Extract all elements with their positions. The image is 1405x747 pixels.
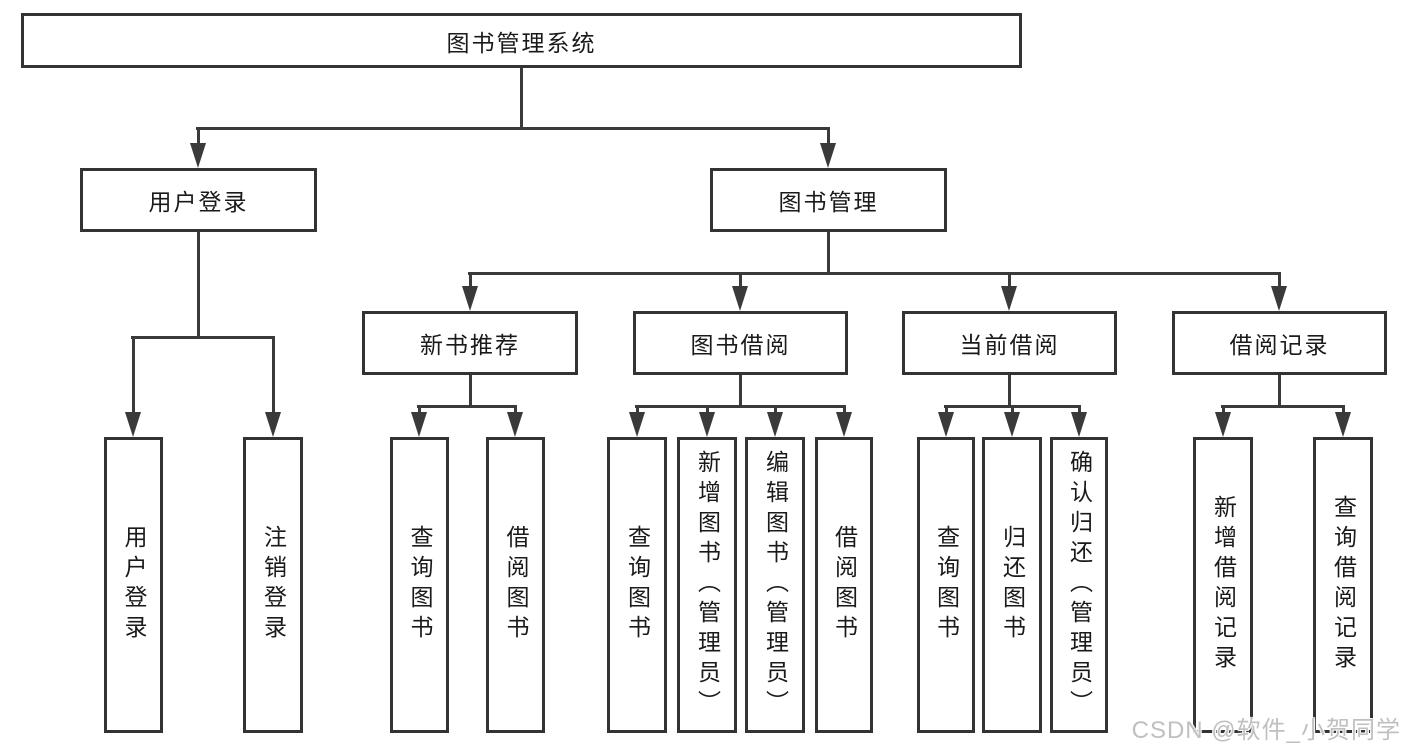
node-book-management: 图书管理 bbox=[710, 168, 947, 232]
leaf-records-query-record: 查询借阅记录 bbox=[1313, 437, 1373, 733]
leaf-label: 借阅图书 bbox=[831, 525, 858, 645]
node-label: 图书借阅 bbox=[690, 332, 791, 358]
leaf-label: 编辑图书（管理员） bbox=[762, 450, 789, 720]
leaf-borrow-edit-books-admin: 编辑图书（管理员） bbox=[745, 437, 805, 733]
connector-line bbox=[1221, 405, 1345, 408]
connector-line bbox=[1278, 375, 1281, 408]
leaf-label: 新增图书（管理员） bbox=[694, 450, 721, 720]
arrow-down-icon bbox=[1271, 272, 1287, 311]
arrow-down-icon bbox=[462, 272, 478, 311]
arrow-down-icon bbox=[836, 405, 852, 437]
node-label: 当前借阅 bbox=[959, 332, 1060, 358]
arrow-down-icon bbox=[507, 405, 523, 437]
connector-line bbox=[468, 272, 1281, 275]
arrow-down-icon bbox=[767, 405, 783, 437]
connector-line bbox=[827, 232, 830, 275]
arrow-down-icon bbox=[265, 336, 281, 437]
arrow-down-icon bbox=[732, 272, 748, 311]
connector-line bbox=[417, 405, 517, 408]
arrow-down-icon bbox=[1071, 405, 1087, 437]
arrow-down-icon bbox=[1335, 405, 1351, 437]
leaf-logout: 注销登录 bbox=[243, 437, 303, 733]
node-new-book-recommend: 新书推荐 bbox=[362, 311, 578, 375]
leaf-label: 查询图书 bbox=[624, 525, 651, 645]
leaf-current-confirm-return-admin: 确认归还（管理员） bbox=[1050, 437, 1108, 733]
arrow-down-icon bbox=[938, 405, 954, 437]
leaf-label: 注销登录 bbox=[260, 525, 287, 645]
arrow-down-icon bbox=[629, 405, 645, 437]
node-book-borrow: 图书借阅 bbox=[633, 311, 848, 375]
node-label: 新书推荐 bbox=[420, 332, 520, 358]
leaf-current-query-books: 查询图书 bbox=[917, 437, 975, 733]
arrow-down-icon bbox=[190, 127, 206, 168]
connector-line bbox=[1008, 375, 1011, 408]
leaf-records-add-record: 新增借阅记录 bbox=[1193, 437, 1253, 733]
leaf-user-login: 用户登录 bbox=[104, 437, 163, 733]
connector-line bbox=[197, 232, 200, 339]
connector-line bbox=[739, 375, 742, 408]
arrow-down-icon bbox=[699, 405, 715, 437]
leaf-newbook-query-books: 查询图书 bbox=[390, 437, 449, 733]
watermark: CSDN @软件_小贺同学 bbox=[1131, 717, 1401, 744]
leaf-label: 归还图书 bbox=[999, 525, 1026, 645]
arrow-down-icon bbox=[1001, 272, 1017, 311]
arrow-down-icon bbox=[411, 405, 427, 437]
node-label: 借阅记录 bbox=[1229, 332, 1330, 358]
node-label: 图书管理系统 bbox=[446, 29, 597, 56]
leaf-borrow-add-books-admin: 新增图书（管理员） bbox=[677, 437, 737, 733]
leaf-label: 查询借阅记录 bbox=[1330, 495, 1357, 675]
arrow-down-icon bbox=[125, 336, 141, 437]
arrow-down-icon bbox=[820, 127, 836, 168]
leaf-label: 借阅图书 bbox=[503, 525, 529, 645]
leaf-current-return-books: 归还图书 bbox=[982, 437, 1042, 733]
connector-line bbox=[520, 68, 523, 130]
leaf-label: 新增借阅记录 bbox=[1210, 495, 1237, 675]
leaf-label: 用户登录 bbox=[121, 525, 147, 645]
leaf-borrow-query-books: 查询图书 bbox=[607, 437, 667, 733]
node-label: 用户登录 bbox=[148, 189, 249, 215]
arrow-down-icon bbox=[1004, 405, 1020, 437]
leaf-newbook-borrow-books: 借阅图书 bbox=[486, 437, 545, 733]
leaf-label: 查询图书 bbox=[407, 525, 433, 645]
node-user-login: 用户登录 bbox=[80, 168, 317, 232]
connector-line bbox=[469, 375, 472, 408]
node-borrow-records: 借阅记录 bbox=[1172, 311, 1387, 375]
connector-line bbox=[131, 336, 275, 339]
leaf-label: 确认归还（管理员） bbox=[1066, 450, 1093, 720]
node-library-management-system: 图书管理系统 bbox=[21, 13, 1022, 68]
connector-line bbox=[635, 405, 846, 408]
leaf-borrow-borrow-books: 借阅图书 bbox=[815, 437, 873, 733]
node-label: 图书管理 bbox=[778, 189, 879, 215]
arrow-down-icon bbox=[1215, 405, 1231, 437]
leaf-label: 查询图书 bbox=[933, 525, 960, 645]
connector-line bbox=[196, 127, 830, 130]
node-current-borrow: 当前借阅 bbox=[902, 311, 1117, 375]
